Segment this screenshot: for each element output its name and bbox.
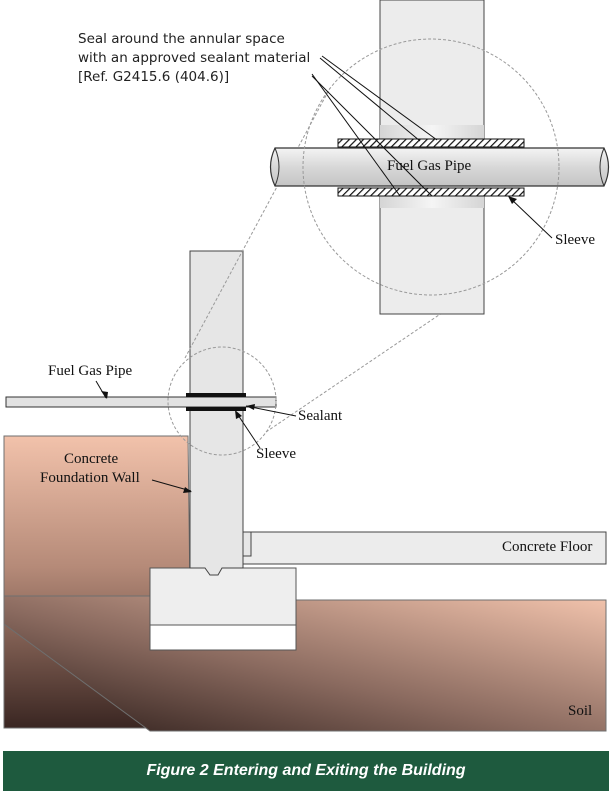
main-fuel-gas-pipe	[5, 396, 277, 408]
connector-line-upper	[184, 87, 331, 359]
detail-sleeve-leader	[509, 197, 553, 239]
connector-line-lower	[265, 293, 471, 433]
detail-sleeve-top	[337, 138, 525, 148]
magnify-circle-small	[167, 346, 277, 456]
sealant-arrowhead	[246, 404, 255, 410]
floor-key	[242, 531, 252, 557]
main-sleeve-label: Sleeve	[256, 446, 296, 462]
wall-label-line-1: Concrete	[64, 451, 119, 467]
main-pipe-label: Fuel Gas Pipe	[48, 363, 133, 379]
footing-void	[149, 624, 297, 651]
figure-caption-bar: Figure 2 Entering and Exiting the Buildi…	[3, 751, 609, 791]
detail-wall-lower	[379, 187, 485, 315]
main-sleeve-arrowhead	[235, 410, 242, 419]
wall-label-line-2: Foundation Wall	[40, 470, 140, 486]
detail-sleeve-bottom	[337, 187, 525, 197]
main-sleeve-bottom	[186, 407, 246, 411]
callout-leader-4	[311, 75, 433, 197]
callout-line-2: with an approved sealant material	[78, 50, 311, 66]
concrete-footing	[149, 567, 297, 626]
callout-leader-1	[321, 55, 438, 141]
main-sleeve-leader	[235, 411, 261, 449]
detail-pipe-end-arc	[599, 147, 605, 187]
sealant-label: Sealant	[298, 408, 343, 424]
detail-sealant-top	[380, 125, 484, 140]
main-sleeve-top	[186, 393, 246, 397]
magnify-circle-large	[302, 38, 560, 296]
concrete-foundation-wall	[189, 250, 244, 576]
callout-line-3: [Ref. G2415.6 (404.6)]	[78, 69, 230, 85]
figure-caption: Figure 2 Entering and Exiting the Buildi…	[146, 762, 466, 779]
soil-label: Soil	[568, 703, 593, 719]
floor-label: Concrete Floor	[502, 539, 593, 555]
callout-line-1: Seal around the annular space	[78, 31, 285, 47]
detail-sealant-bottom	[380, 193, 484, 208]
detail-sleeve-label: Sleeve	[555, 232, 595, 248]
detail-pipe-start-arc	[274, 147, 280, 187]
wall-arrowhead	[183, 487, 192, 493]
detail-wall-upper	[379, 0, 485, 149]
detail-pipe-label: Fuel Gas Pipe	[387, 158, 472, 174]
sealing-callout: Seal around the annular space with an ap…	[78, 30, 310, 87]
callout-leader-2	[319, 57, 421, 142]
callout-leader-3	[311, 73, 401, 197]
detail-sleeve-arrowhead	[508, 196, 517, 204]
main-pipe-arrowhead	[101, 391, 108, 399]
